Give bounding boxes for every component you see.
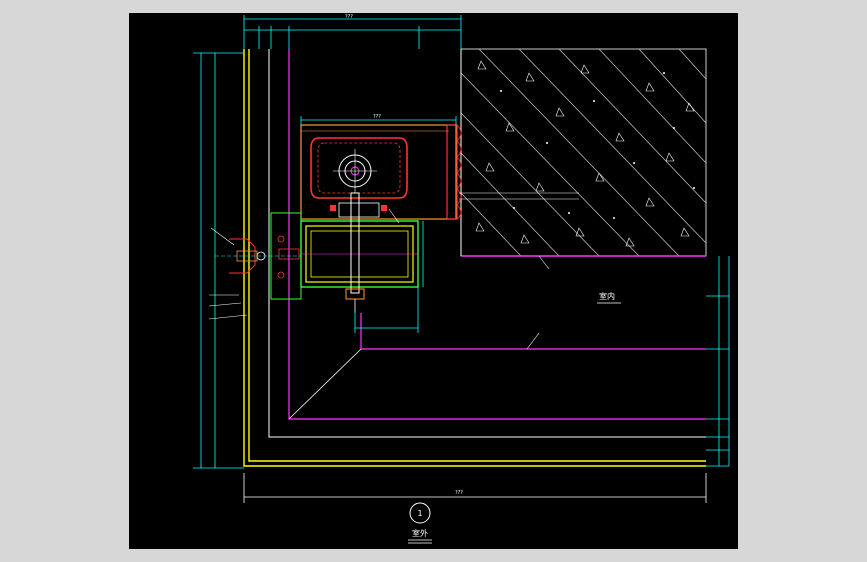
indoor-label: 室内 xyxy=(599,291,615,301)
corner-diagonal xyxy=(288,348,362,420)
mullion-dimension xyxy=(354,287,419,333)
indoor-label-group: 室内 xyxy=(597,291,621,304)
cad-detail-drawing: ??? ??? xyxy=(193,14,730,544)
top-dimension-chain xyxy=(243,15,462,49)
right-dimension-chain xyxy=(706,256,730,467)
steel-bracket-assembly xyxy=(300,124,462,220)
bracket-dimension xyxy=(300,116,457,125)
bottom-dimension xyxy=(243,473,707,503)
outdoor-label: 室外 xyxy=(412,528,428,538)
detail-number: 1 xyxy=(417,509,422,518)
dim-bracket-text: ??? xyxy=(373,114,381,120)
concrete-wall xyxy=(460,48,707,257)
detail-callout: 1 室外 xyxy=(408,502,432,544)
drawing-canvas: ??? ??? xyxy=(129,13,738,549)
bolt-head-top xyxy=(333,149,377,193)
outer-aluminum-frame xyxy=(243,49,706,467)
dim-top-total-text: ??? xyxy=(345,14,353,20)
annotation-leaders xyxy=(208,208,550,350)
inner-layer-white xyxy=(268,49,706,438)
left-dimension-lines xyxy=(193,52,244,469)
through-bolt xyxy=(345,192,365,313)
dim-bottom-total-text: ??? xyxy=(455,490,463,496)
